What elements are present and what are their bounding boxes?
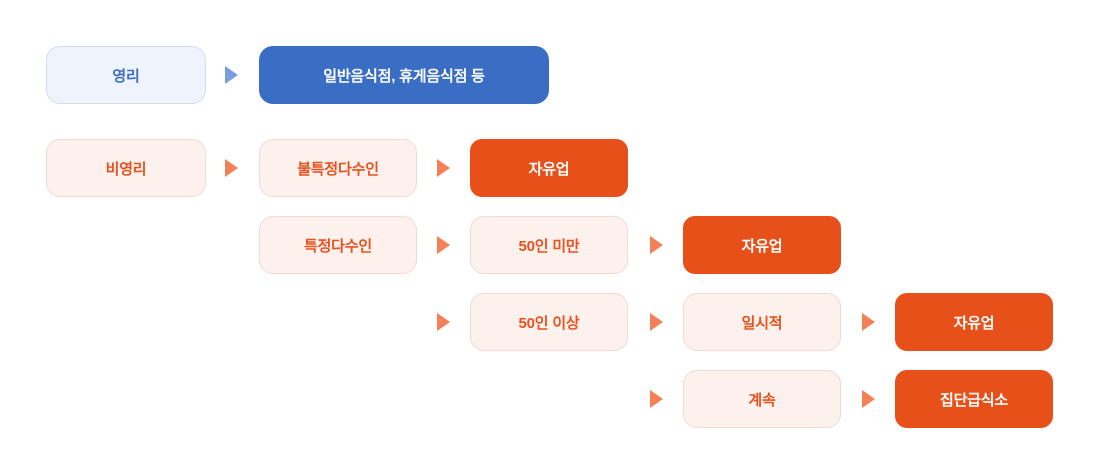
flow-node[interactable]: 자유업 [895, 293, 1053, 351]
flow-node[interactable]: 불특정다수인 [259, 139, 417, 197]
flow-arrow-icon [862, 313, 875, 331]
flow-node-label: 자유업 [741, 237, 783, 255]
flow-node-label: 50인 미만 [518, 237, 580, 255]
flow-node-label: 50인 이상 [518, 314, 580, 332]
flow-arrow-icon [225, 159, 238, 177]
flow-arrow-icon [650, 236, 663, 254]
flow-arrow-icon [862, 390, 875, 408]
flow-arrow-icon [437, 236, 450, 254]
flow-arrow-icon [437, 313, 450, 331]
flow-node[interactable]: 50인 미만 [470, 216, 628, 274]
flow-node-label: 비영리 [105, 160, 147, 178]
flow-arrow-icon [225, 66, 238, 84]
flow-node-label: 불특정다수인 [297, 160, 379, 178]
flow-node-label: 집단급식소 [939, 391, 1008, 409]
flow-node[interactable]: 50인 이상 [470, 293, 628, 351]
flow-arrow-icon [650, 313, 663, 331]
flow-node-label: 자유업 [528, 160, 570, 178]
flow-node[interactable]: 비영리 [46, 139, 206, 197]
flow-node-label: 일반음식점, 휴게음식점 등 [323, 67, 485, 85]
flow-arrow-icon [437, 159, 450, 177]
flow-node[interactable]: 영리 [46, 46, 206, 104]
flow-node-label: 일시적 [741, 314, 783, 332]
flow-node[interactable]: 자유업 [470, 139, 628, 197]
flow-node[interactable]: 집단급식소 [895, 370, 1053, 428]
flow-node-label: 자유업 [953, 314, 995, 332]
flow-node[interactable]: 특정다수인 [259, 216, 417, 274]
flow-node[interactable]: 자유업 [683, 216, 841, 274]
flow-arrow-icon [650, 390, 663, 408]
flow-node[interactable]: 계속 [683, 370, 841, 428]
flow-node[interactable]: 일시적 [683, 293, 841, 351]
flow-node[interactable]: 일반음식점, 휴게음식점 등 [259, 46, 549, 104]
flow-node-label: 특정다수인 [303, 237, 372, 255]
flow-node-label: 계속 [748, 391, 776, 409]
flow-node-label: 영리 [112, 67, 140, 85]
